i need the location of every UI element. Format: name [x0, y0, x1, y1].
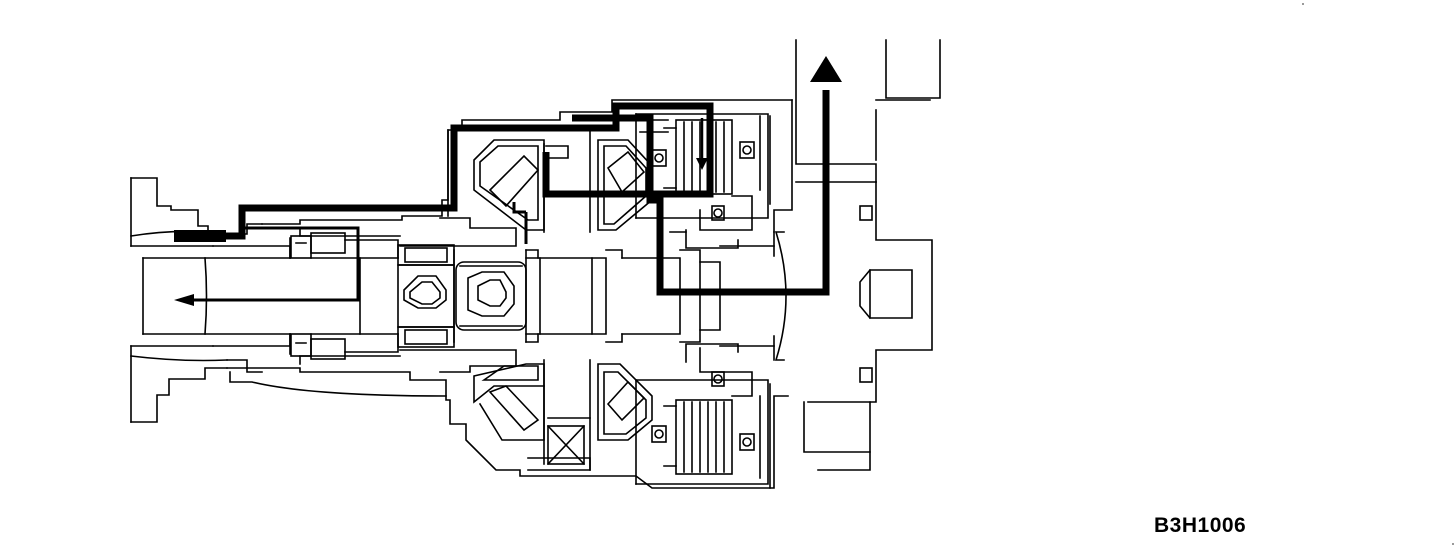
figure-reference-code: B3H1006 — [1154, 514, 1247, 537]
lower-spacer-block — [527, 417, 591, 471]
upper-left-tapered-bearing — [473, 139, 545, 233]
down-arrow-icon — [696, 158, 708, 170]
fluid-flow-path — [174, 90, 830, 302]
up-arrow-icon — [810, 56, 842, 82]
differential-gears — [403, 249, 721, 343]
inner-bearing-assembly — [290, 232, 455, 360]
flow-arrows — [174, 56, 842, 306]
lower-housing — [226, 349, 789, 489]
lower-left-tapered-bearing — [473, 359, 545, 465]
lower-right-tapered-bearing — [589, 359, 653, 471]
lower-clutch-pack — [635, 343, 771, 489]
upper-housing — [261, 99, 793, 247]
scan-speck — [1452, 543, 1454, 545]
scan-speck — [1302, 3, 1304, 5]
left-arrow-icon — [174, 294, 194, 306]
right-transmission-case — [719, 39, 941, 471]
